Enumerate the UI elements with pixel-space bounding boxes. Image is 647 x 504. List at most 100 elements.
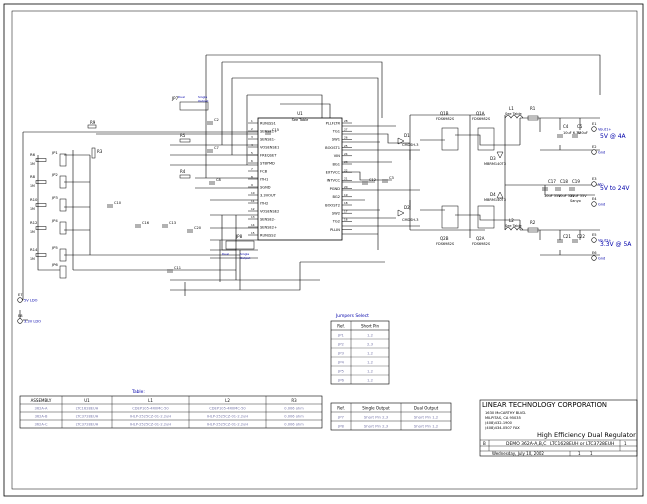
table-cell: 1,2 bbox=[367, 359, 374, 364]
terminal-id: E5 bbox=[592, 233, 597, 237]
ic-pin-number: 25 bbox=[344, 144, 348, 148]
title-block-frame bbox=[479, 399, 638, 457]
ic-body bbox=[257, 117, 343, 241]
capacitor-label: C2 bbox=[214, 118, 219, 122]
revision: 1 bbox=[624, 441, 627, 446]
doc-number: DEMO 362A-A,B,C bbox=[506, 441, 546, 447]
ic-pin-left: RUN/SS2 bbox=[260, 233, 276, 237]
capacitor-label: C3 bbox=[389, 176, 394, 180]
terminal-post bbox=[591, 255, 597, 261]
d2-label: D2 bbox=[404, 205, 410, 210]
terminal-post bbox=[591, 126, 597, 132]
l2-value: See Table bbox=[505, 224, 522, 228]
c21-label: C21 bbox=[563, 234, 571, 239]
jp-label: JP6 bbox=[51, 262, 58, 267]
jp7-opt-3: Output bbox=[198, 99, 209, 103]
c17-label: C17 bbox=[548, 179, 556, 184]
terminal-post bbox=[17, 297, 23, 303]
ic-ref: U1 bbox=[297, 111, 303, 116]
table-cell: Short Pin 1,2 bbox=[414, 423, 439, 428]
ic-pin-number: 7 bbox=[251, 167, 253, 171]
table-cell: 362A-A bbox=[35, 407, 48, 411]
ic-pin-number: 24 bbox=[344, 152, 348, 156]
ic-pin-number: 3 bbox=[251, 135, 253, 139]
resistor-label: R8 bbox=[30, 174, 36, 179]
table-cell: JP5 bbox=[337, 368, 344, 373]
resistor-label: R6 bbox=[30, 152, 36, 157]
c4-label: C4 bbox=[563, 124, 569, 129]
terminal-post bbox=[591, 237, 597, 243]
terminal-name: Gnd bbox=[598, 257, 605, 261]
jp8-opt-2: Single bbox=[240, 252, 249, 256]
r9-label: R9 bbox=[90, 120, 96, 125]
table-cell: JP6 bbox=[337, 377, 344, 382]
table-cell: LTC3728EUH bbox=[76, 423, 99, 427]
ic-pin-left: FCB bbox=[260, 169, 268, 173]
table-header: Short Pin bbox=[361, 323, 379, 328]
ic-pin-left: ITH2 bbox=[260, 201, 268, 205]
ic-pin-left: VOSENSE1 bbox=[260, 145, 279, 149]
d4-part: MBRM140T3 bbox=[484, 198, 506, 202]
c19-value: 22uF 35V bbox=[570, 194, 587, 198]
wires bbox=[19, 54, 601, 321]
drawing-title: High Efficiency Dual Regulator bbox=[537, 431, 636, 439]
q1a-part: FDS6982S bbox=[472, 117, 491, 121]
table-cell: JP7 bbox=[337, 414, 344, 419]
ic-pin-right: SW2 bbox=[332, 212, 340, 216]
table-header: ASSEMBLY bbox=[31, 398, 52, 403]
ic-right-pins: PLLFLTR28TG127SW126BOOST125VIN24BG123EXT… bbox=[325, 119, 352, 232]
terminal-id: E4 bbox=[592, 197, 597, 201]
q2-mosfets: Q2B FDS6982S Q2A FDS6982S bbox=[436, 205, 495, 246]
jp8-opt-1: Dual bbox=[222, 252, 229, 256]
capacitor-label: C13 bbox=[169, 221, 176, 225]
q2a-part: FDS6982S bbox=[472, 242, 491, 246]
table-cell: 2,3 bbox=[367, 341, 374, 346]
d1-label: D1 bbox=[404, 133, 410, 138]
table-cell: 1,2 bbox=[367, 368, 374, 373]
table-cell: JP1 bbox=[337, 332, 344, 337]
q2b-label: Q2B bbox=[440, 236, 449, 241]
c18-value: 10uF 35V bbox=[558, 194, 575, 198]
ic-left-pins: RUN/SS11SENSE1+2SENSE1-3VOSENSE14FREQSET… bbox=[248, 119, 279, 237]
ic-pin-number: 18 bbox=[344, 201, 348, 205]
c17-value: 10uF 35V bbox=[544, 194, 561, 198]
capacitor-label: C15 bbox=[272, 128, 279, 132]
table-header: R3 bbox=[291, 398, 297, 403]
q1a-label: Q1A bbox=[476, 111, 485, 116]
resistor-value: 1M bbox=[30, 207, 35, 211]
ic-pin-number: 21 bbox=[344, 177, 348, 181]
terminal-name: 5V LDO bbox=[24, 299, 38, 303]
capacitor-label: C12 bbox=[369, 178, 376, 182]
table-cell: IHLP-2525CZ-01-2.2uH bbox=[207, 423, 248, 427]
r5-body bbox=[179, 138, 191, 143]
l1-label: L1 bbox=[509, 106, 514, 111]
ic-pin-left: ITH1 bbox=[260, 177, 268, 181]
jumper-table-title: Jumpers Select bbox=[335, 313, 369, 319]
terminal-post bbox=[591, 201, 597, 207]
r3-body bbox=[91, 147, 96, 159]
ic-pin-number: 27 bbox=[344, 127, 348, 131]
c19-label: C19 bbox=[572, 179, 580, 184]
table-cell: CDEP105-4R0MC-50 bbox=[209, 407, 246, 411]
address-line-3: (408)432-1900 bbox=[485, 421, 513, 425]
r1-label: R1 bbox=[530, 106, 536, 111]
jp8-label: JP8 bbox=[235, 234, 243, 239]
c5-label: C5 bbox=[577, 124, 583, 129]
table-cell: IHLP-2525CZ-01-2.2uH bbox=[130, 415, 171, 419]
ic-pin-number: 26 bbox=[344, 136, 348, 140]
q1b-label: Q1B bbox=[440, 111, 449, 116]
left-resistor-ladder: JP1JP2JP3JP4JP5JP6R61MR81MR101MR121MR141… bbox=[30, 150, 67, 279]
capacitor-label: C16 bbox=[142, 221, 150, 225]
ic-pin-number: 14 bbox=[251, 223, 255, 227]
capacitor-label: C20 bbox=[194, 226, 202, 230]
jp7-opt-1: Dual bbox=[178, 95, 185, 99]
table-cell: Short Pin 2,3 bbox=[364, 414, 389, 419]
address-line-2: MILPITAS, CA 95035 bbox=[485, 416, 521, 420]
ic-pin-number: 12 bbox=[251, 207, 255, 211]
l1-coil bbox=[504, 115, 524, 119]
